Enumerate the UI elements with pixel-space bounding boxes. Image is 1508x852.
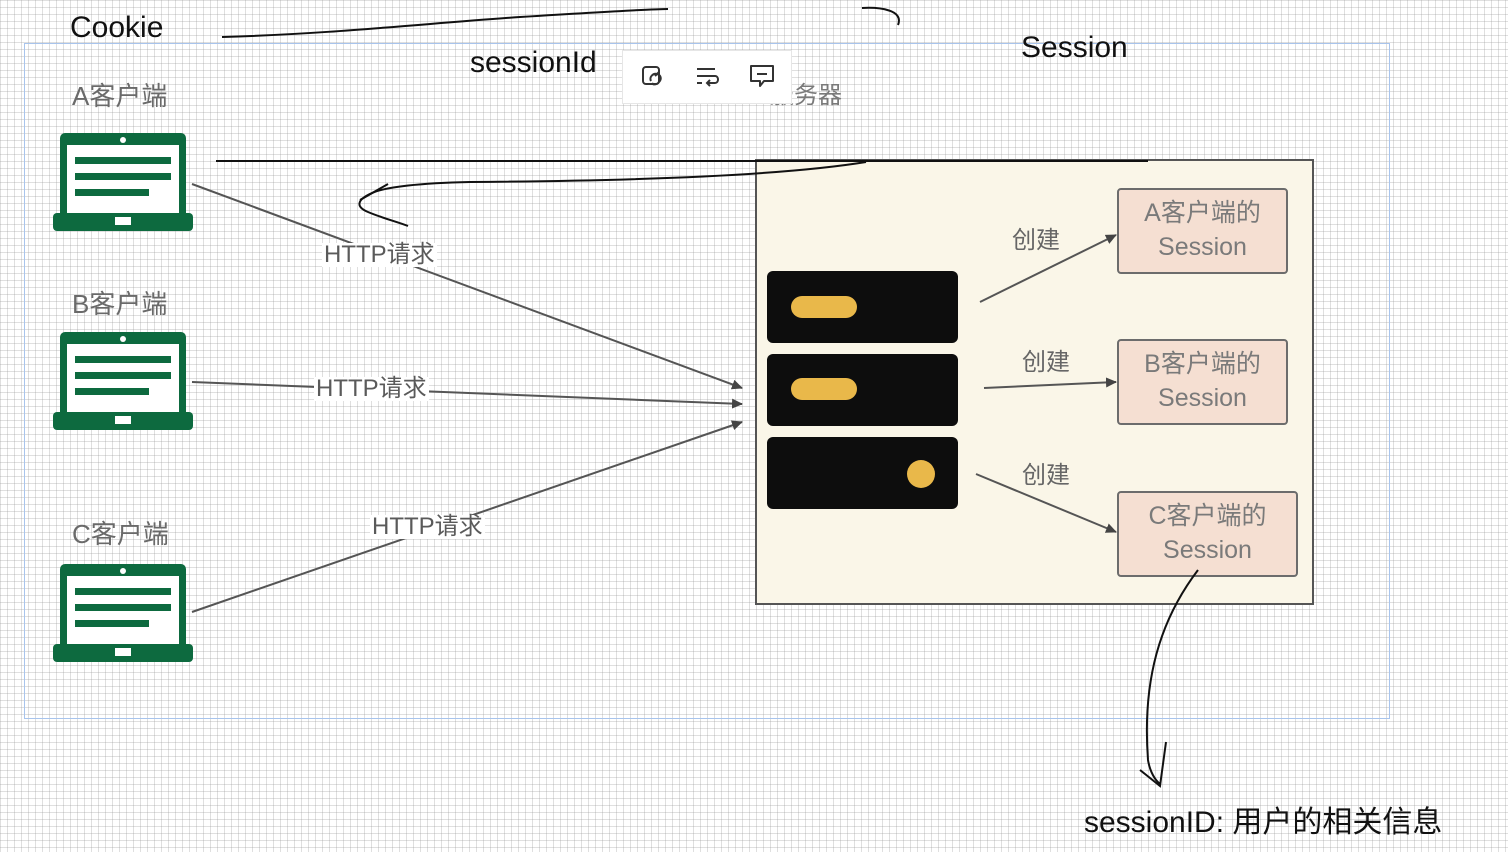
floating-toolbar [622, 50, 792, 104]
http-request-arrow-a [191, 183, 743, 390]
http-request-label: HTTP请求 [370, 513, 485, 540]
server-rack-middle [767, 354, 958, 426]
footer-annotation: sessionID: 用户的相关信息 [1084, 806, 1443, 839]
client-label-b: B客户端 [72, 289, 168, 319]
server-light-dot [907, 460, 935, 488]
laptop-icon[interactable] [53, 332, 193, 432]
session-box-b[interactable]: B客户端的 Session [1117, 339, 1288, 425]
session-box-line2: Session [1163, 536, 1252, 564]
handwritten-arrow-back [358, 161, 867, 227]
session-annotation: Session [1021, 31, 1128, 64]
selection-frame [24, 43, 1390, 719]
client-label-a: A客户端 [72, 81, 168, 111]
create-label: 创建 [1022, 349, 1070, 376]
session-box-line1: B客户端的 [1144, 350, 1261, 378]
http-request-label: HTTP请求 [314, 375, 429, 402]
server-rack-bottom [767, 437, 958, 509]
create-arrow-a [979, 234, 1117, 303]
link-icon[interactable] [639, 61, 669, 91]
server-light-bar [791, 378, 857, 400]
create-arrow-b [983, 377, 1117, 389]
laptop-icon[interactable] [53, 564, 193, 664]
client-label-c: C客户端 [72, 519, 169, 549]
http-request-label: HTTP请求 [322, 241, 437, 268]
handwritten-stroke-top-right [861, 6, 900, 26]
create-label: 创建 [1022, 462, 1070, 489]
server-rack-top [767, 271, 958, 343]
session-box-c[interactable]: C客户端的 Session [1117, 491, 1298, 577]
comment-icon[interactable] [747, 61, 777, 91]
session-id-annotation: sessionId [470, 46, 597, 79]
session-box-line2: Session [1158, 233, 1247, 261]
session-box-line1: C客户端的 [1148, 502, 1267, 530]
handwritten-stroke-top [221, 8, 669, 38]
session-box-line2: Session [1158, 384, 1247, 412]
server-light-bar [791, 296, 857, 318]
cookie-annotation: Cookie [70, 11, 164, 44]
handwritten-arrow-down [1145, 569, 1199, 785]
session-box-line1: A客户端的 [1144, 199, 1261, 227]
http-request-arrow-b [191, 381, 743, 409]
laptop-icon[interactable] [53, 133, 193, 233]
create-arrow-c [975, 473, 1117, 533]
create-label: 创建 [1012, 227, 1060, 254]
session-box-a[interactable]: A客户端的 Session [1117, 188, 1288, 274]
wrap-icon[interactable] [693, 61, 723, 91]
